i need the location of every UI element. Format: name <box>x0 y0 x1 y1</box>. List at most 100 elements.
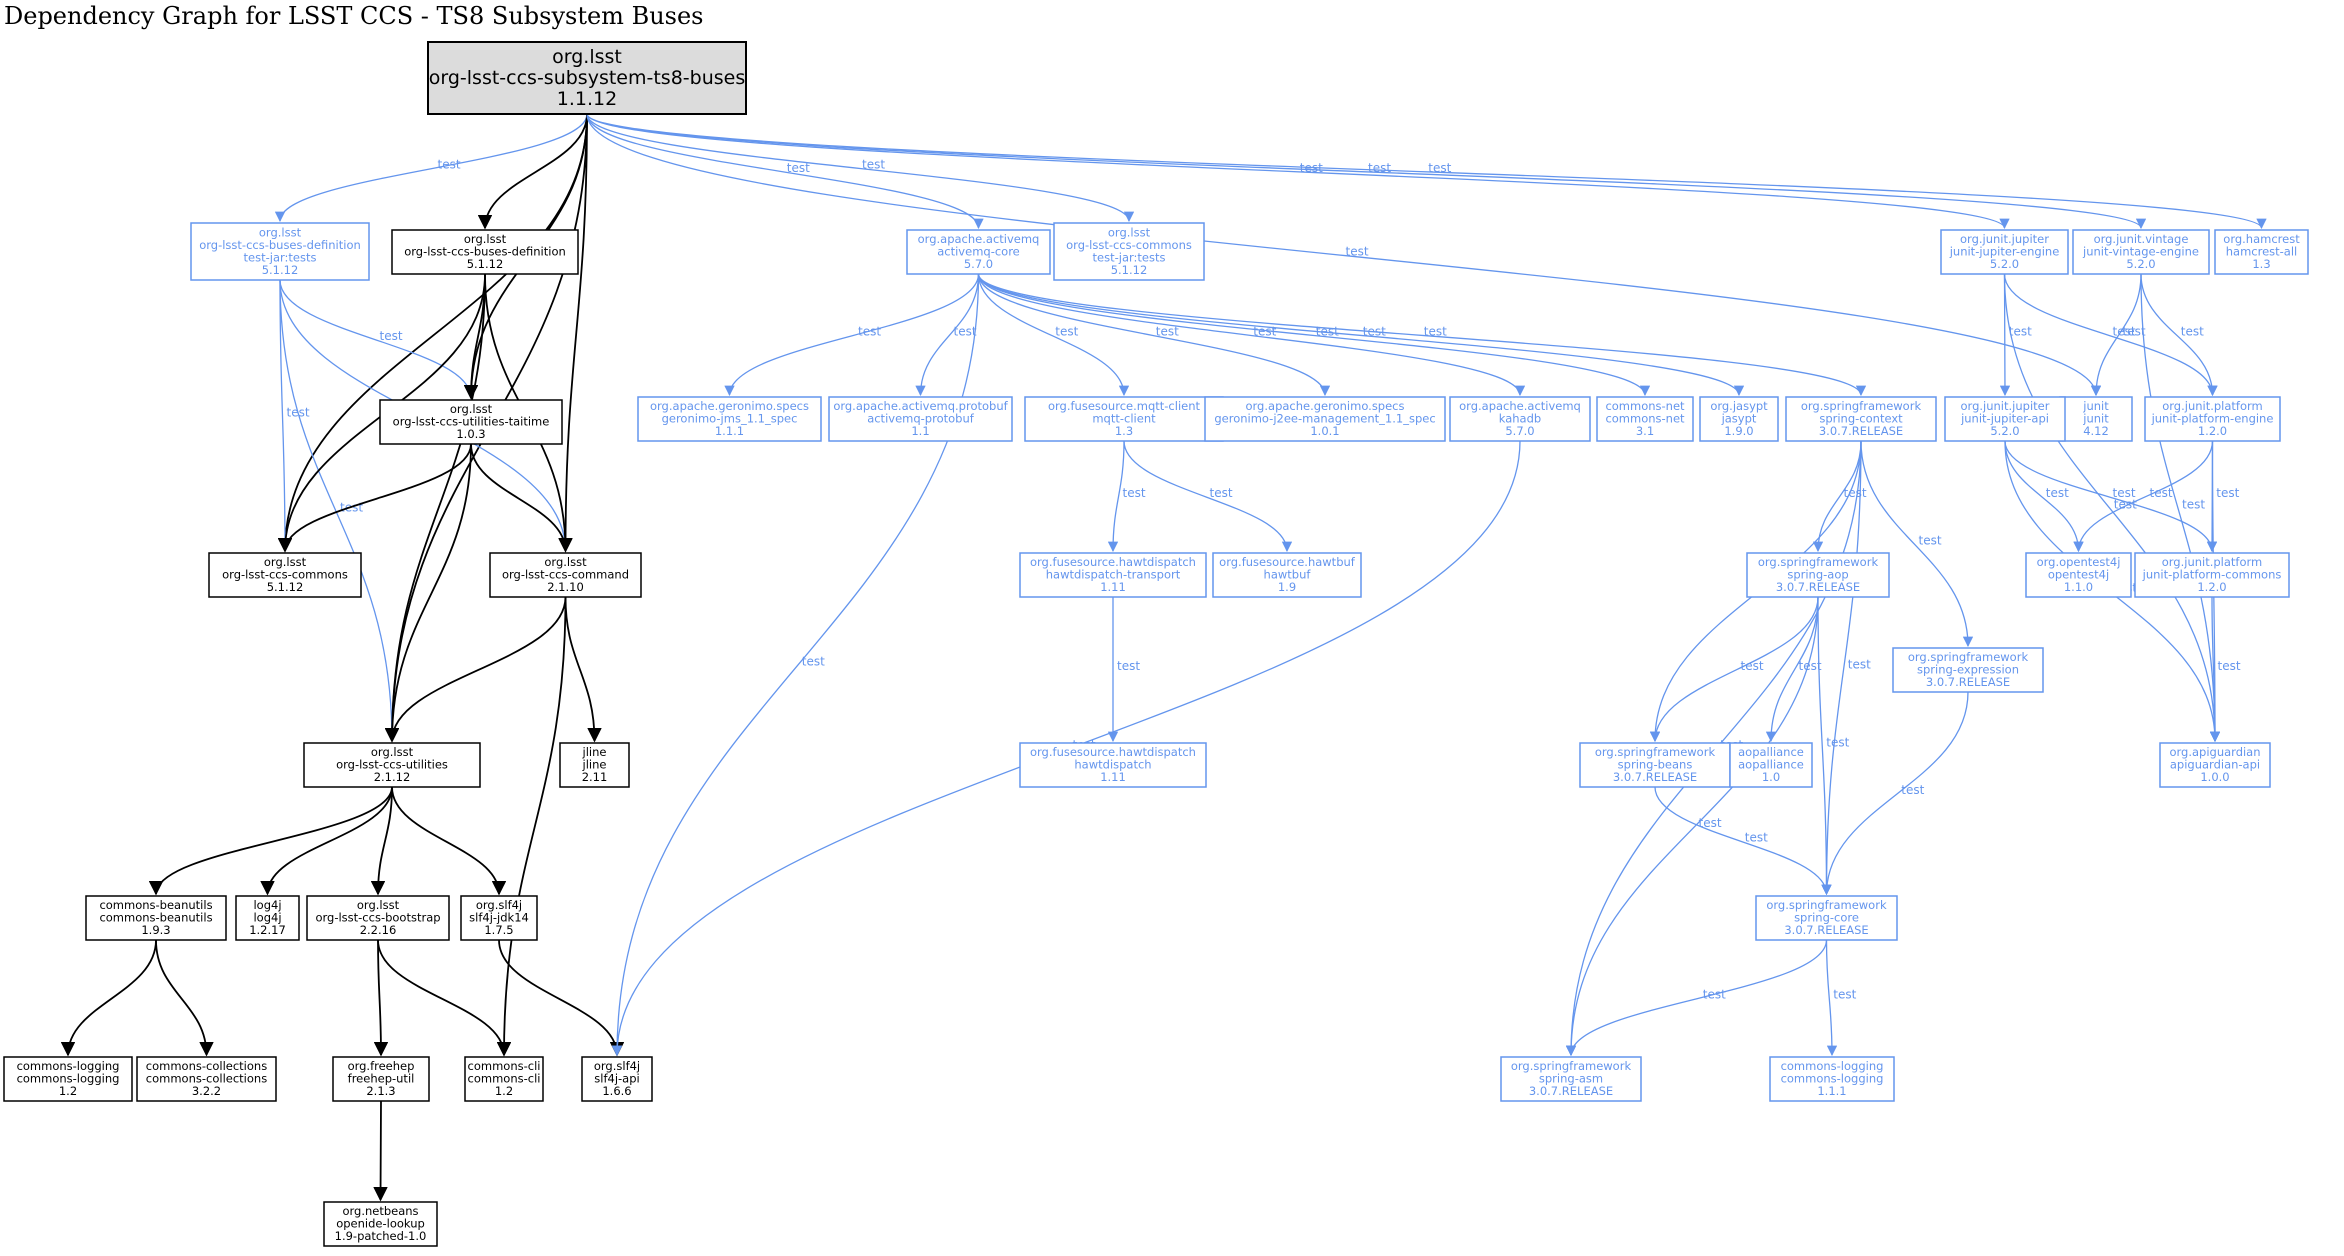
edge-label: test <box>1123 486 1146 500</box>
node-label-line: org-lsst-ccs-utilities <box>336 758 448 772</box>
node-label-line: 1.2.0 <box>2197 580 2226 594</box>
edge-jupiter_api-to-platform_commons <box>2004 440 2218 553</box>
node-label-line: 2.11 <box>582 770 608 784</box>
node-box <box>2144 396 2281 442</box>
node-label-line: org.fusesource.hawtdispatch <box>1030 745 1196 759</box>
node-spring_asm: org.springframeworkspring-asm3.0.7.RELEA… <box>1500 1056 1642 1102</box>
node-busdef: org.lsstorg-lsst-ccs-buses-definition5.1… <box>391 229 579 275</box>
node-label-line: org.lsst <box>544 555 587 569</box>
node-label-line: org.lsst <box>357 898 400 912</box>
node-label-line: 3.2.2 <box>192 1084 221 1098</box>
node-label-line: 5.7.0 <box>1505 424 1534 438</box>
node-label-line: org.apache.geronimo.specs <box>1246 399 1405 413</box>
node-label-line: commons-cli <box>468 1072 541 1086</box>
edge-jupiter_api-to-opentest4j <box>2004 440 2084 553</box>
node-label-line: 1.2 <box>59 1084 77 1098</box>
node-label-line: 1.9.0 <box>1724 424 1753 438</box>
edge-jupiter_engine-to-platform_engine <box>2003 273 2218 397</box>
node-box <box>1596 396 1694 442</box>
node-label-line: hamcrest-all <box>2226 245 2298 259</box>
edge-spring_expression-to-spring_core <box>1821 691 1969 896</box>
node-label-line: commons-logging <box>17 1059 120 1073</box>
node-label-line: 3.0.7.RELEASE <box>1529 1084 1613 1098</box>
node-label-line: org.junit.jupiter <box>1961 399 2050 413</box>
node-label-line: org.junit.vintage <box>2094 232 2189 246</box>
node-label-line: 5.7.0 <box>964 257 993 271</box>
node-hd_transport: org.fusesource.hawtdispatchhawtdispatch-… <box>1019 552 1207 598</box>
node-label-line: org-lsst-ccs-buses-definition <box>404 245 566 259</box>
node-box <box>1729 742 1813 788</box>
edge-root-to-ccs_commons <box>277 113 588 553</box>
edge-root-to-activemq_core <box>586 113 984 230</box>
node-label-line: apiguardian-api <box>2170 758 2260 772</box>
node-label-line: spring-context <box>1819 412 1903 426</box>
node-label-line: hawtbuf <box>1264 568 1312 582</box>
edge-activemq_core-to-jasypt <box>977 273 1745 397</box>
node-box <box>1755 895 1898 941</box>
node-box <box>391 229 579 275</box>
node-label-line: jline <box>582 758 607 772</box>
node-label-line: org.apache.activemq.protobuf <box>833 399 1008 413</box>
edge-activemq_core-to-commons_net <box>977 273 1651 397</box>
node-label-line: junit-platform-commons <box>2142 568 2282 582</box>
node-layer: org.lsstorg-lsst-ccs-subsystem-ts8-buses… <box>3 41 2309 1247</box>
node-label-line: 5.2.0 <box>2126 257 2155 271</box>
node-label-line: 2.1.3 <box>366 1084 395 1098</box>
node-box <box>1746 552 1890 598</box>
node-label-line: org.springframework <box>1595 745 1716 759</box>
edge-busdef_tests-to-ccs_utilities <box>279 279 398 743</box>
node-label-line: org.springframework <box>1511 1059 1632 1073</box>
node-label-line: org.junit.platform <box>2162 399 2263 413</box>
edge-label: test <box>1253 325 1276 339</box>
node-label-line: geronimo-jms_1.1_spec <box>662 412 798 426</box>
node-label-line: 2.2.16 <box>360 923 397 937</box>
node-label-line: org.fusesource.hawtbuf <box>1219 555 1356 569</box>
node-label-line: 3.0.7.RELEASE <box>1819 424 1903 438</box>
edge-label: test <box>2216 486 2239 500</box>
node-label-line: 1.1.1 <box>1817 1084 1846 1098</box>
node-label-line: org.lsst <box>371 745 414 759</box>
edge-label: test <box>858 325 881 339</box>
node-label-line: org.slf4j <box>476 898 522 912</box>
edge-activemq_core-to-slf4j_api <box>611 273 980 1057</box>
node-label-line: org-lsst-ccs-bootstrap <box>315 911 440 925</box>
edge-label: test <box>954 325 977 339</box>
node-label-line: commons-logging <box>1781 1072 1884 1086</box>
node-label-line: org.netbeans <box>342 1204 418 1218</box>
node-label-line: 5.2.0 <box>1990 257 2019 271</box>
node-platform_engine: org.junit.platformjunit-platform-engine1… <box>2144 396 2281 442</box>
node-label-line: 1.9.3 <box>141 923 170 937</box>
edge-label: test <box>1901 783 1924 797</box>
node-label-line: org-lsst-ccs-command <box>502 568 629 582</box>
edge-spring_aop-to-spring_asm <box>1565 596 1819 1057</box>
edge-ccs_utilities-to-beanutils <box>148 786 393 896</box>
edge-ccs_utilities-to-slf4j_jdk14 <box>391 786 507 896</box>
node-box <box>1892 647 2044 693</box>
edge-label: test <box>2009 325 2032 339</box>
edge-activemq_core-to-amq_protobuf <box>915 273 980 397</box>
node-label-line: spring-beans <box>1618 758 1693 772</box>
node-label-line: spring-core <box>1794 911 1859 925</box>
edge-label: test <box>438 158 461 172</box>
node-label-line: 1.1.1 <box>715 424 744 438</box>
edge-spring_core-to-commons_logging_111 <box>1825 939 1838 1057</box>
node-jupiter_engine: org.junit.jupiterjunit-jupiter-engine5.2… <box>1940 229 2069 275</box>
node-label-line: 1.0.0 <box>2200 770 2229 784</box>
edge-root-to-ccs_command <box>558 113 588 553</box>
edge-bootstrap-to-freehep <box>373 939 389 1057</box>
node-box <box>85 895 227 941</box>
node-label-line: 3.0.7.RELEASE <box>1613 770 1697 784</box>
node-box <box>1699 396 1779 442</box>
edge-label: test <box>2150 486 2173 500</box>
node-label-line: commons-collections <box>146 1059 267 1073</box>
edge-freehep-to-openide <box>373 1100 388 1202</box>
edge-label: test <box>1848 658 1871 672</box>
node-vintage_engine: org.junit.vintagejunit-vintage-engine5.2… <box>2072 229 2210 275</box>
